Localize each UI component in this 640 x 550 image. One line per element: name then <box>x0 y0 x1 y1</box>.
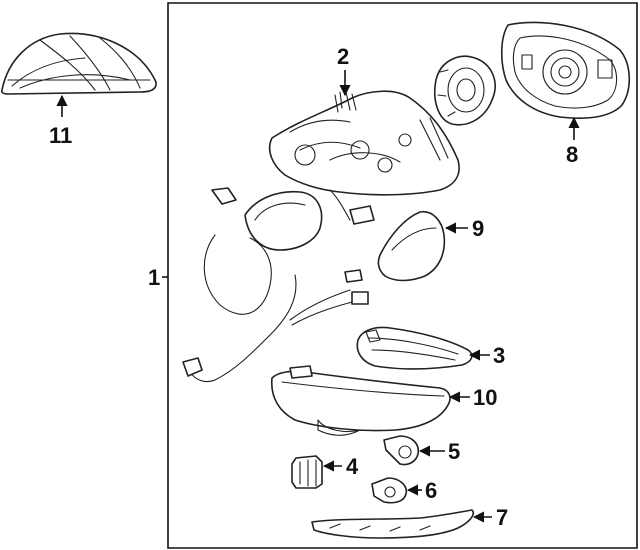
part-puddle-lamp <box>371 477 408 504</box>
part-lower-cover <box>270 365 451 436</box>
part-base-bracket <box>182 187 375 383</box>
callout-1: 1 <box>148 265 160 290</box>
callout-5: 5 <box>448 439 460 464</box>
part-turn-signal-lens <box>356 326 473 370</box>
part-garnish-strip <box>311 509 474 539</box>
part-mirror-actuator <box>434 55 496 126</box>
part-bulb-socket <box>291 455 323 489</box>
callout-8: 8 <box>566 142 578 167</box>
callout-4: 4 <box>346 454 359 479</box>
part-side-cover <box>377 210 446 282</box>
callout-10: 10 <box>473 385 497 410</box>
callout-2: 2 <box>337 44 349 69</box>
part-mirror-housing <box>268 90 460 196</box>
callout-3: 3 <box>493 343 505 368</box>
callout-6: 6 <box>425 478 437 503</box>
part-mirror-glass <box>500 21 631 119</box>
callout-9: 9 <box>472 216 484 241</box>
part-small-lamp <box>383 435 420 466</box>
callout-7: 7 <box>496 505 508 530</box>
callout-11: 11 <box>49 123 72 148</box>
assembly-frame <box>167 2 638 549</box>
part-mirror-cover <box>0 32 157 95</box>
